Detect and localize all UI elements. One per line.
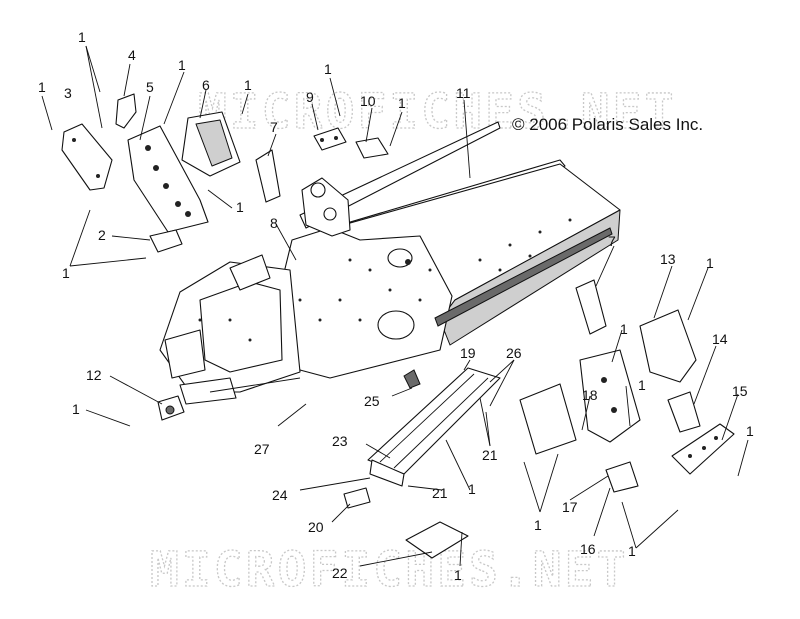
chassis-tunnel: [159, 121, 621, 405]
callout-12: 12: [86, 367, 102, 383]
callout-1: 1: [178, 57, 186, 73]
part-19-running-board: [367, 367, 501, 475]
part-18-bracket: [519, 383, 577, 455]
part-3-bracket: [61, 123, 113, 191]
part-7b-strip: [575, 279, 607, 335]
part-18b-footrest: [579, 349, 641, 443]
callout-1: 1: [454, 567, 462, 583]
callout-13: 13: [660, 251, 676, 267]
callout-1: 1: [620, 321, 628, 337]
callout-1: 1: [398, 95, 406, 111]
part-14-cover: [667, 391, 701, 433]
part-23-step: [369, 459, 405, 487]
watermark-top: MICROFICHES.NET: [198, 84, 676, 140]
callout-7: 7: [270, 119, 278, 135]
callout-4: 4: [128, 47, 136, 63]
part-22-plate: [405, 521, 469, 559]
callout-21: 21: [432, 485, 448, 501]
callout-1: 1: [746, 423, 754, 439]
callout-9: 9: [306, 89, 314, 105]
callout-2: 2: [98, 227, 106, 243]
callout-1: 1: [244, 77, 252, 93]
callout-23: 23: [332, 433, 348, 449]
callout-8: 8: [270, 215, 278, 231]
part-7a-strip: [255, 149, 281, 203]
callouts: 1 1 3 4 5 1 6 1 1 9 10 1 11 7 8 1 2 1 7 …: [38, 29, 754, 583]
callout-1: 1: [78, 29, 86, 45]
callout-11: 11: [456, 85, 471, 101]
callout-19: 19: [460, 345, 476, 361]
part-5-footrest-plate: [127, 125, 209, 233]
callout-22: 22: [332, 565, 348, 581]
watermark-bottom: MICROFICHES.NET: [150, 542, 628, 598]
part-6-bracket: [181, 111, 241, 177]
part-4-clip: [115, 93, 137, 129]
callout-20: 20: [308, 519, 324, 535]
callout-5: 5: [146, 79, 154, 95]
callout-21: 21: [482, 447, 498, 463]
callout-25: 25: [364, 393, 380, 409]
callout-1: 1: [468, 481, 476, 497]
callout-1: 1: [638, 377, 646, 393]
callout-1: 1: [38, 79, 46, 95]
callout-18: 18: [582, 387, 598, 403]
callout-1: 1: [324, 61, 332, 77]
part-20-plate: [343, 487, 371, 509]
callout-24: 24: [272, 487, 288, 503]
callout-17: 17: [562, 499, 578, 515]
part-9-plate: [313, 127, 347, 151]
callout-10: 10: [360, 93, 376, 109]
callout-14: 14: [712, 331, 728, 347]
callout-1: 1: [628, 543, 636, 559]
callout-1: 1: [706, 255, 714, 271]
callout-26: 26: [506, 345, 522, 361]
part-15-plate: [671, 423, 735, 475]
callout-6: 6: [202, 77, 210, 93]
callout-1: 1: [72, 401, 80, 417]
leader-lines: [41, 45, 749, 567]
callout-1: 1: [62, 265, 70, 281]
part-10-plate: [355, 137, 389, 159]
callout-3: 3: [64, 85, 72, 101]
callout-16: 16: [580, 541, 596, 557]
callout-15: 15: [732, 383, 748, 399]
part-2-mount: [149, 229, 183, 253]
part-13-guard: [639, 309, 697, 383]
callout-7: 7: [608, 233, 616, 249]
copyright-notice: © 2006 Polaris Sales Inc.: [512, 115, 703, 134]
part-25-pad: [403, 369, 421, 389]
callout-1: 1: [534, 517, 542, 533]
callout-27: 27: [254, 441, 270, 457]
part-12-cap: [157, 395, 185, 421]
part-16-bracket: [605, 461, 639, 493]
callout-1: 1: [236, 199, 244, 215]
